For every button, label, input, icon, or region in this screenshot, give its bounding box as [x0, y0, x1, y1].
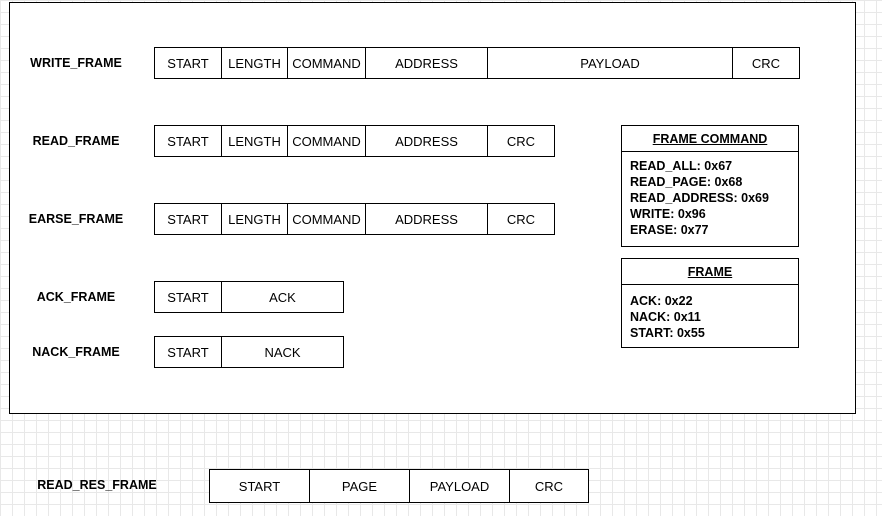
write-frame-length: LENGTH: [222, 48, 288, 78]
frame-command-line: READ_PAGE: 0x68: [630, 175, 743, 189]
write-frame-label: WRITE_FRAME: [30, 56, 122, 70]
write-frame-row: START LENGTH COMMAND ADDRESS PAYLOAD CRC: [154, 47, 800, 79]
write-frame-command: COMMAND: [288, 48, 366, 78]
read-res-frame-crc: CRC: [534, 478, 564, 494]
read-frame-command: COMMAND: [288, 126, 366, 156]
nack-frame-start: START: [155, 337, 222, 367]
write-frame-payload: PAYLOAD: [488, 48, 733, 78]
frame-line: START: 0x55: [630, 326, 705, 340]
ack-frame-start: START: [155, 282, 222, 312]
read-frame-start: START: [155, 126, 222, 156]
frame-line: ACK: 0x22: [630, 294, 693, 308]
frame-line: NACK: 0x11: [630, 310, 701, 324]
earse-frame-crc: CRC: [506, 211, 536, 227]
read-res-frame-start: START: [210, 470, 310, 502]
frame-command-box: FRAME COMMAND READ_ALL: 0x67 READ_PAGE: …: [621, 125, 799, 247]
read-frame-label: READ_FRAME: [32, 134, 120, 148]
earse-frame-label: EARSE_FRAME: [28, 212, 124, 226]
write-frame-start: START: [155, 48, 222, 78]
read-res-frame-row: START PAGE PAYLOAD CRC: [209, 469, 589, 503]
write-frame-crc: CRC: [751, 55, 781, 71]
frame-command-line: READ_ADDRESS: 0x69: [630, 191, 769, 205]
read-res-frame-page: PAGE: [310, 470, 410, 502]
earse-frame-row: START LENGTH COMMAND ADDRESS CRC: [154, 203, 555, 235]
frame-command-line: ERASE: 0x77: [630, 223, 709, 237]
earse-frame-length: LENGTH: [222, 204, 288, 234]
read-frame-row: START LENGTH COMMAND ADDRESS CRC: [154, 125, 555, 157]
earse-frame-address: ADDRESS: [366, 204, 488, 234]
ack-frame-ack: ACK: [269, 289, 296, 305]
frame-command-title: FRAME COMMAND: [622, 126, 798, 152]
ack-frame-label: ACK_FRAME: [36, 290, 116, 304]
frame-box: FRAME ACK: 0x22 NACK: 0x11 START: 0x55: [621, 258, 799, 348]
earse-frame-start: START: [155, 204, 222, 234]
frame-title: FRAME: [622, 259, 798, 285]
read-res-frame-label: READ_RES_FRAME: [37, 478, 157, 492]
read-frame-address: ADDRESS: [366, 126, 488, 156]
write-frame-address: ADDRESS: [366, 48, 488, 78]
frame-command-line: WRITE: 0x96: [630, 207, 706, 221]
read-frame-crc: CRC: [506, 133, 536, 149]
read-frame-length: LENGTH: [222, 126, 288, 156]
earse-frame-command: COMMAND: [288, 204, 366, 234]
frame-command-line: READ_ALL: 0x67: [630, 159, 733, 173]
nack-frame-label: NACK_FRAME: [32, 345, 120, 359]
nack-frame-row: START NACK: [154, 336, 344, 368]
ack-frame-row: START ACK: [154, 281, 344, 313]
nack-frame-nack: NACK: [264, 344, 301, 360]
read-res-frame-payload: PAYLOAD: [410, 470, 510, 502]
